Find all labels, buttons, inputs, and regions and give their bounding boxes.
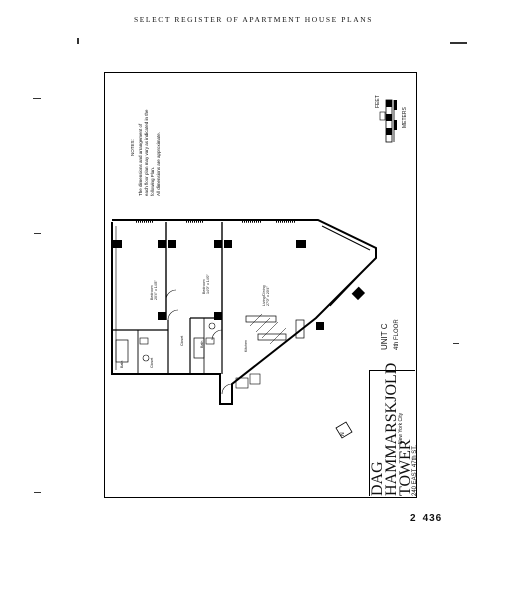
- column: [316, 322, 324, 330]
- room-dims: 27'0" x 20'4": [266, 286, 271, 306]
- unit-label: UNIT C: [380, 323, 389, 350]
- floor-label: 4th FLOOR: [394, 319, 400, 350]
- north-label: N: [340, 432, 346, 436]
- sink: [139, 337, 149, 345]
- room-label-kitchen: Kitchen: [244, 340, 248, 352]
- room-label-bath-2: Bath: [200, 340, 204, 348]
- page-header: SELECT REGISTER OF APARTMENT HOUSE PLANS: [133, 15, 374, 24]
- scale-graphic: [379, 99, 397, 143]
- entry-fixture: [249, 373, 261, 385]
- exterior-wall: [111, 219, 377, 405]
- column: [158, 240, 166, 248]
- room-label-closet-2: Closet: [180, 335, 184, 346]
- title-block: [369, 370, 415, 496]
- city-label: New York City: [398, 412, 404, 444]
- door-swing: [167, 309, 179, 321]
- toilet: [142, 354, 150, 362]
- toilet: [208, 322, 216, 330]
- column: [351, 286, 366, 301]
- bathtub: [193, 337, 205, 359]
- stair-hatch: [269, 327, 287, 345]
- room-label-closet-1: Closet: [150, 357, 154, 368]
- door-swing: [221, 383, 233, 395]
- scale-bar: FEET METERS: [372, 95, 412, 146]
- window: [321, 225, 371, 251]
- north-arrow-icon: [335, 421, 353, 439]
- stair-hatch: [249, 313, 263, 327]
- room-label-living-dining: Living/Dining 27'0" x 20'4": [262, 285, 271, 306]
- kitchen-counter: [257, 333, 287, 341]
- kitchen-counter: [295, 319, 305, 339]
- page-number: 2 436: [410, 513, 442, 524]
- scan-mark: [453, 343, 459, 344]
- room-dims: 20'4" x 14'8": [154, 280, 159, 300]
- room-label-bedroom-2: Bedroom 14'0" x 14'0": [202, 274, 211, 294]
- window: [329, 261, 373, 307]
- page-number-value: 436: [422, 513, 443, 524]
- stair-hatch: [261, 321, 279, 339]
- scan-mark: [450, 42, 467, 44]
- scan-mark: [77, 38, 79, 44]
- column: [224, 240, 232, 248]
- column: [214, 240, 222, 248]
- column: [112, 240, 122, 248]
- room-label-bath-1: Bath: [120, 360, 124, 368]
- column: [168, 240, 176, 248]
- address-label: 240 EAST 47th ST.: [412, 445, 418, 496]
- plan-frame: [104, 72, 417, 498]
- room-label-bedroom-1: Bedroom 20'4" x 14'8": [150, 280, 159, 300]
- column: [158, 312, 166, 320]
- page-mark: 2: [410, 513, 417, 524]
- column: [214, 312, 222, 320]
- door-swing: [211, 329, 223, 341]
- room-dims: 14'0" x 14'0": [206, 274, 211, 294]
- entry-fixture: [235, 377, 249, 389]
- door-swing: [165, 289, 177, 301]
- stair-hatch: [255, 317, 271, 333]
- scan-mark: [34, 233, 41, 234]
- scan-mark: [33, 98, 41, 99]
- sink: [205, 337, 215, 345]
- scan-mark: [34, 492, 41, 493]
- bathtub: [115, 339, 129, 363]
- kitchen-counter: [245, 315, 277, 323]
- column: [296, 240, 306, 248]
